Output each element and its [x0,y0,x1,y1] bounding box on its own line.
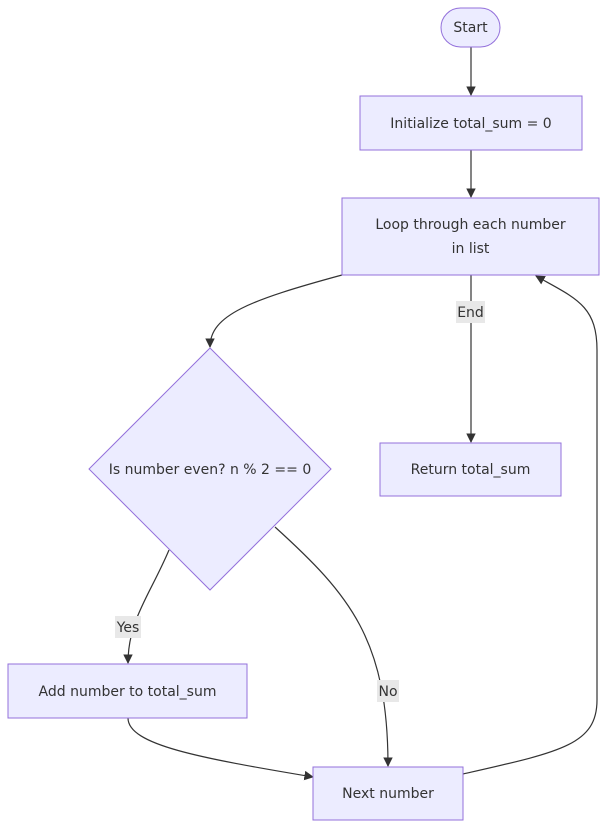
node-next-label: Next number [342,786,434,802]
node-next: Next number [312,766,464,821]
edge-label-yes-text: Yes [116,620,140,636]
edge-label-no: No [377,680,399,702]
node-loop-label-line2: in list [452,241,490,257]
node-loop-label-line1: Loop through each number [375,217,566,233]
node-initialize-label: Initialize total_sum = 0 [390,116,551,132]
edge-next-to-loop [462,275,598,775]
edge-label-no-text: No [378,684,397,700]
node-start: Start [440,7,501,48]
edge-label-yes: Yes [115,616,141,638]
edge-label-end-text: End [457,305,484,321]
node-start-label: Start [453,20,488,36]
node-loop: Loop through each number in list [341,197,600,276]
node-initialize: Initialize total_sum = 0 [359,95,583,151]
node-decision-label: Is number even? n % 2 == 0 [109,462,311,478]
node-decision: Is number even? n % 2 == 0 [88,347,332,591]
edge-add-to-next [127,717,314,781]
node-return-label: Return total_sum [411,462,531,478]
edge-decision-to-next [274,526,393,767]
node-return: Return total_sum [379,442,562,497]
node-add: Add number to total_sum [7,663,248,719]
node-add-label: Add number to total_sum [39,684,217,700]
edge-loop-to-decision [205,274,343,348]
edge-label-end: End [456,301,485,323]
edge-decision-to-add [123,549,170,664]
